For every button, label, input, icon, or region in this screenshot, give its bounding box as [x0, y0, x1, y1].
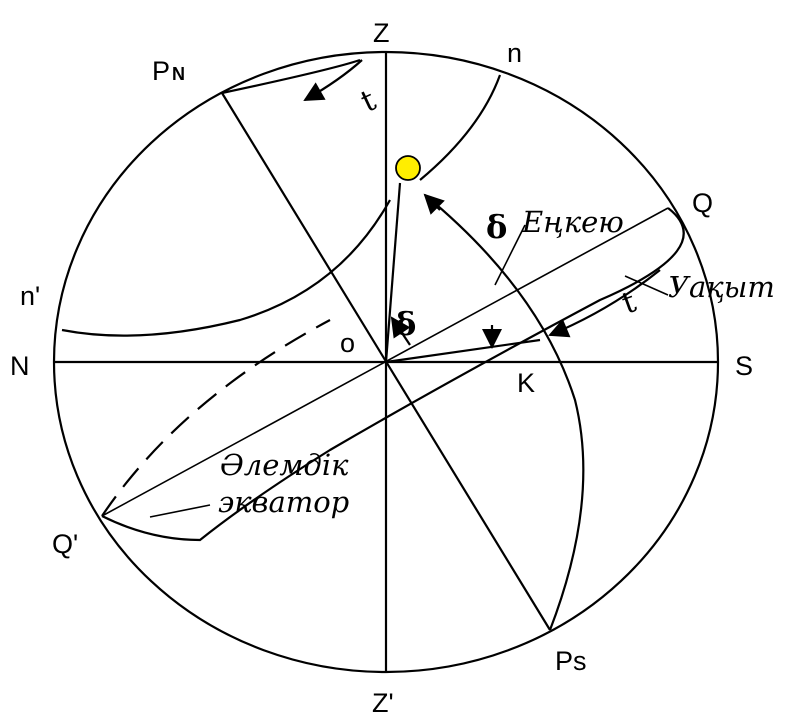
annotation-equator-term-line2: экватор — [218, 485, 349, 519]
label-north-pole: P — [152, 56, 170, 86]
daily-parallel-left — [61, 199, 391, 337]
annotation-delta-label: δ — [486, 208, 507, 246]
label-equator-q: Q — [692, 188, 713, 218]
hour-angle-arrow-top — [303, 59, 363, 101]
radius-to-star — [384, 182, 402, 363]
annotation-delta-center: δ — [395, 305, 416, 343]
annotation-declination-term: Еңкею — [521, 205, 624, 239]
declination-leader — [494, 224, 526, 286]
radius-to-k — [385, 338, 541, 364]
hour-circle-arc — [424, 194, 585, 631]
annotation-hour-angle-top: t — [356, 83, 382, 120]
label-north-pole-sub: N — [172, 64, 185, 84]
hour-circle-top — [221, 58, 361, 95]
label-south: S — [735, 351, 753, 381]
annotation-time-term: Уақыт — [668, 270, 775, 304]
delta-arrow-up — [390, 316, 411, 346]
hour-angle-arrow-side — [548, 269, 661, 338]
label-point-n-prime: n' — [20, 281, 40, 311]
daily-parallel-right — [419, 74, 502, 181]
label-zenith: Z — [373, 18, 390, 48]
label-nadir: Z' — [372, 688, 394, 718]
label-north: N — [10, 351, 30, 381]
label-point-n: n — [507, 38, 522, 68]
label-center: o — [340, 328, 355, 358]
hour-circle-arrow-star — [423, 193, 445, 215]
label-south-pole: Ps — [555, 646, 587, 676]
time-leader — [624, 275, 669, 296]
equator-leader — [149, 504, 211, 518]
annotation-hour-angle-side: t — [617, 285, 640, 322]
equator-back-dashed — [101, 319, 331, 517]
label-equator-q-prime: Q' — [52, 529, 78, 559]
star-dot-icon — [395, 155, 421, 181]
equator-front-arc — [101, 207, 685, 542]
annotation-equator-term-line1: Әлемдік — [220, 448, 349, 482]
equator-front-line — [101, 207, 669, 517]
label-point-k: K — [517, 368, 535, 398]
